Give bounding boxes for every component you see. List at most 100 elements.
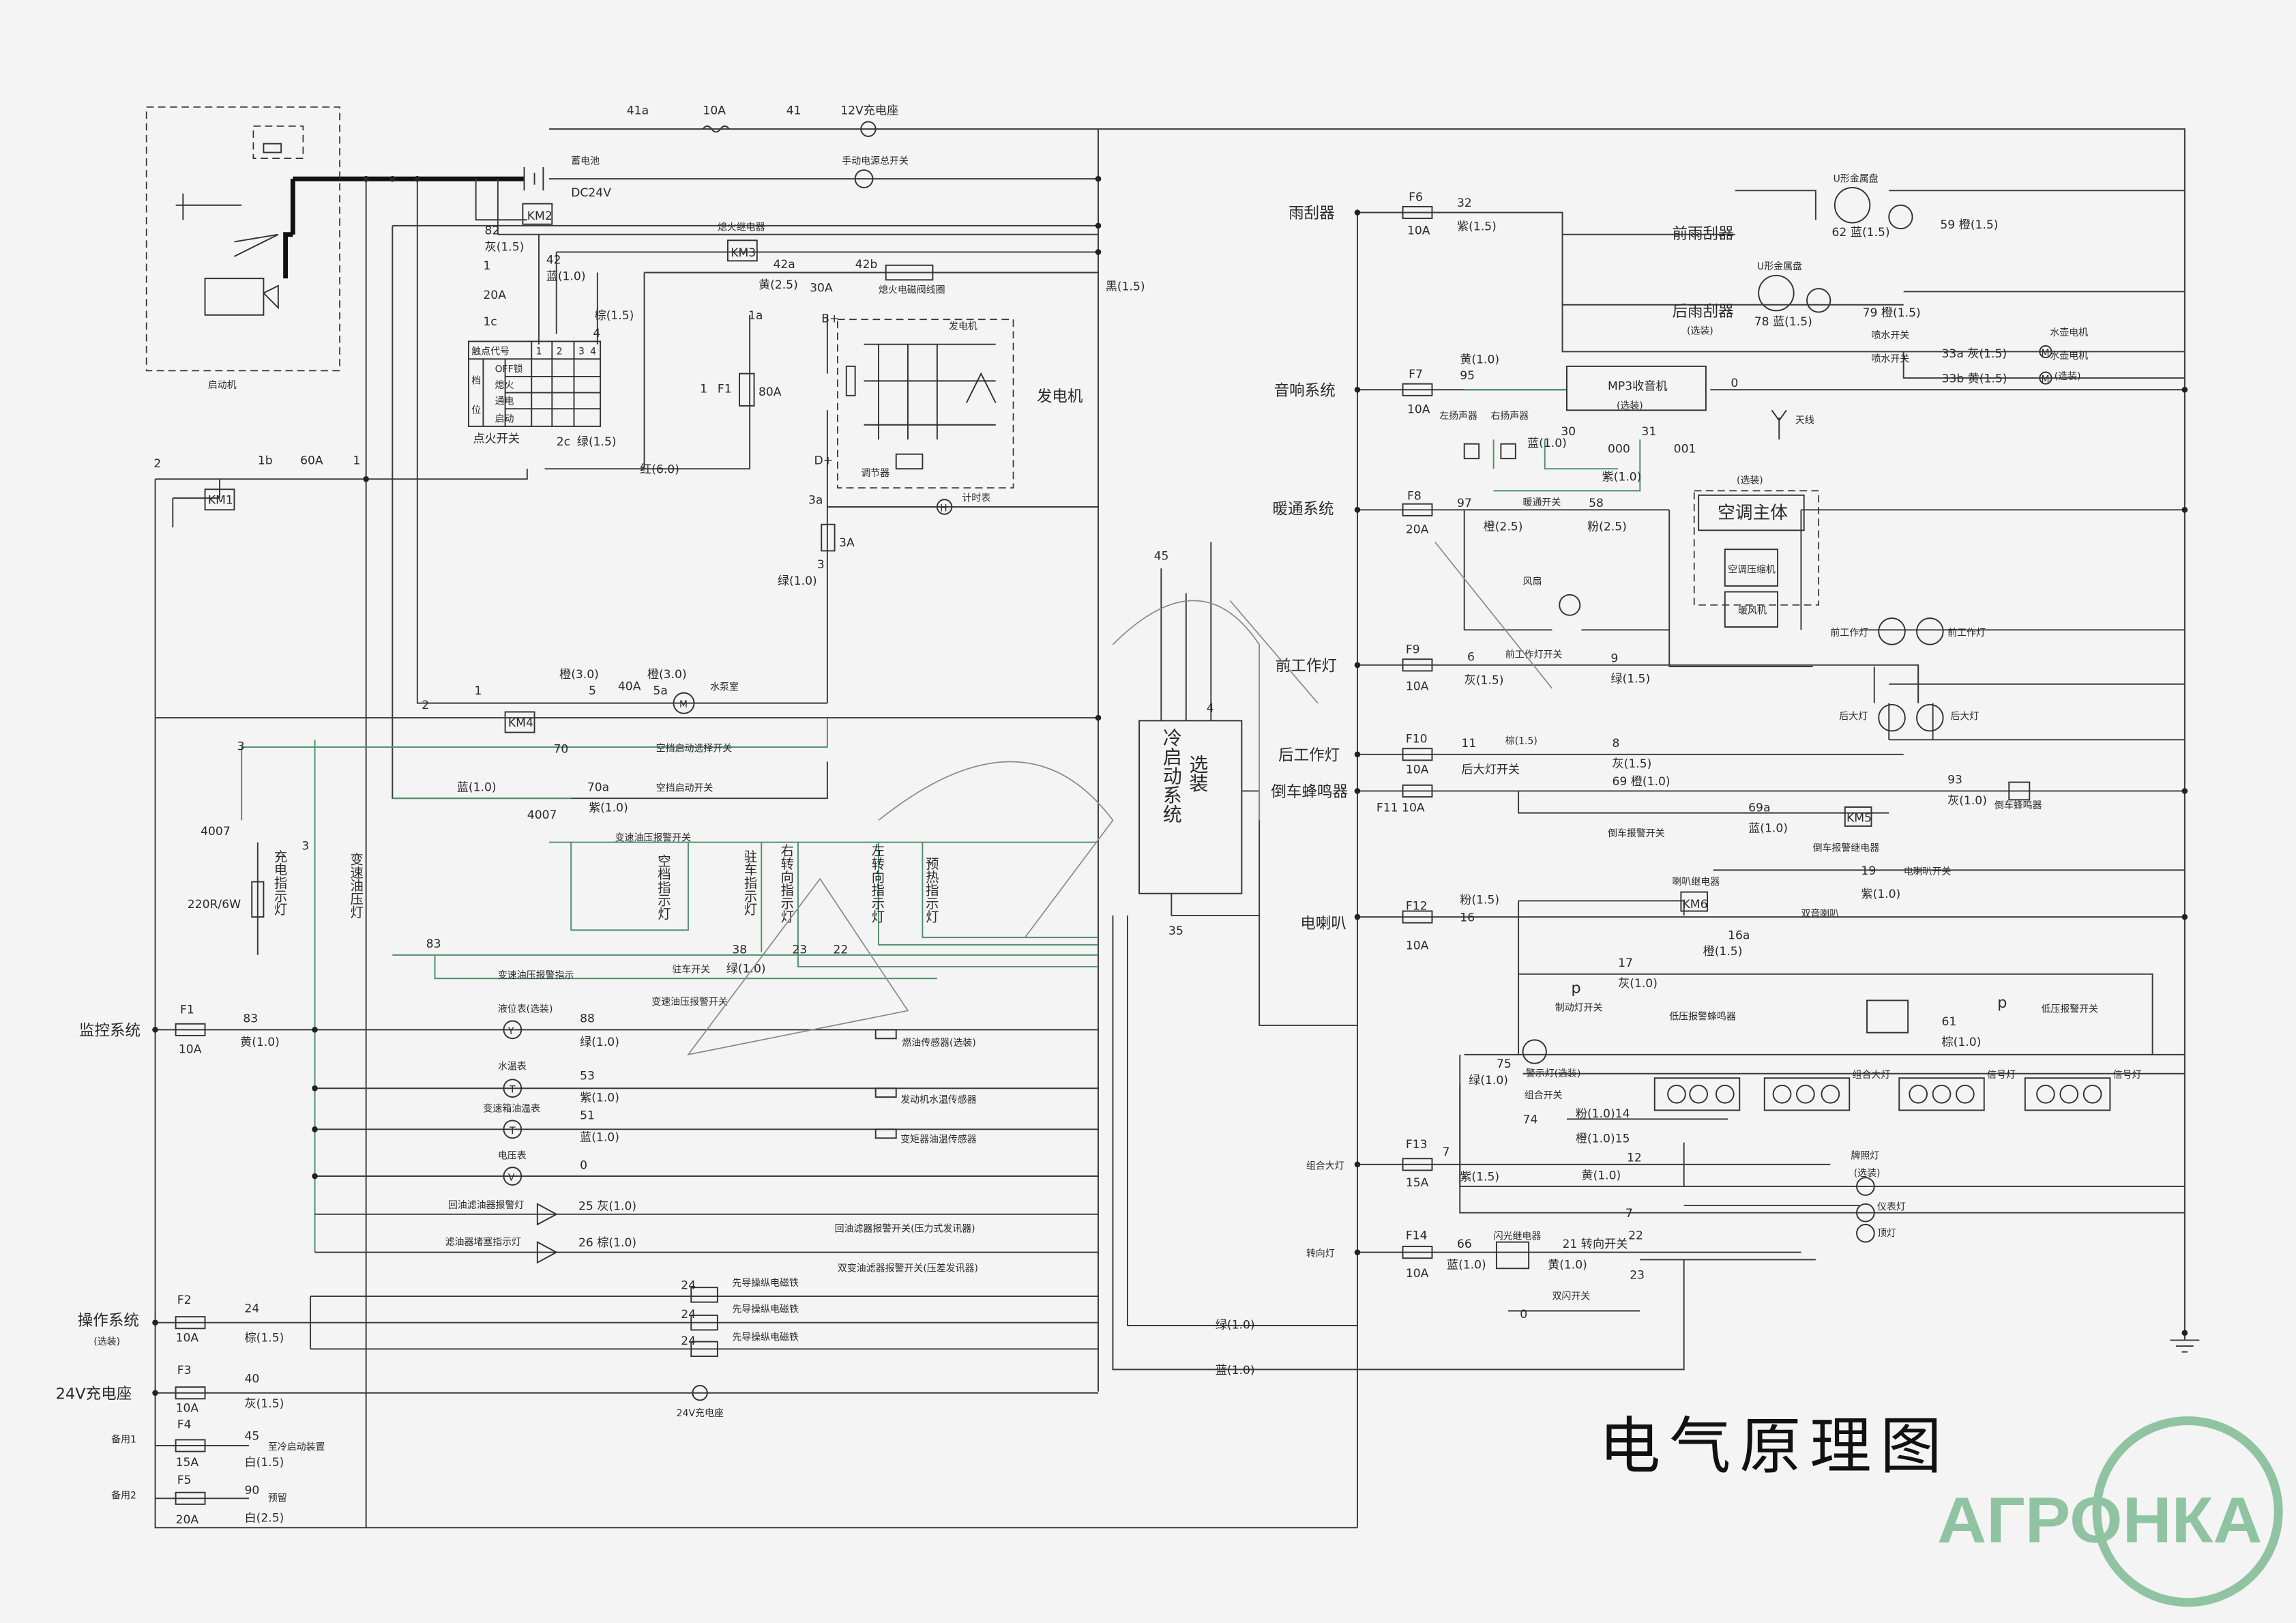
converter-temp-sensor-label: 变矩器油温传感器: [900, 1134, 977, 1145]
reverse-buzzer-label: 倒车蜂鸣器: [1995, 800, 2042, 811]
rear-worklight-section-label: 后工作灯: [1278, 746, 1340, 764]
wire-label: 蓝(1.0): [457, 780, 497, 794]
wire-label: 黄(1.0): [1581, 1169, 1621, 1182]
signal-lamp-label: 信号灯: [1987, 1070, 2016, 1081]
fuse-3a: [821, 523, 836, 552]
ignition-switch-label: 点火开关: [473, 433, 520, 446]
wire-label: 0: [580, 1158, 587, 1172]
wire-label: 17: [1618, 956, 1633, 970]
wire-label: 灰(1.5): [1465, 674, 1504, 688]
motor-symbol: M: [679, 699, 688, 710]
antenna-label: 天线: [1795, 415, 1814, 426]
reverse-labels: 倒车蜂鸣器 F11 10A 93 灰(1.0) 倒车蜂鸣器 倒车报警开关 69a…: [1271, 774, 2042, 854]
pilot-solenoid-label: 先导操纵电磁铁: [732, 1332, 799, 1343]
turn-switch-label: 21 转向开关: [1563, 1238, 1628, 1251]
filter-clog-lamp-label: 滤油器堵塞指示灯: [445, 1236, 522, 1248]
horn-relay-label: 喇叭继电器: [1673, 877, 1720, 888]
wire-label: 绿(1.5): [577, 435, 617, 449]
wire-label: 70: [553, 743, 568, 757]
instrument-lamp-label: 仪表灯: [1877, 1201, 1906, 1212]
ignition-switch-table[interactable]: 触点代号 1 2 3 4 档 位 OFF锁 熄火 通电 启动 点火开关 2c 绿…: [467, 340, 617, 449]
hour-meter-label: 计时表: [962, 493, 990, 503]
wire-label: 26 棕(1.0): [578, 1236, 636, 1250]
hour-meter-symbol: H: [940, 503, 947, 514]
wire-label: 紫(1.0): [1861, 888, 1900, 901]
fuse-rating: 40A: [618, 679, 641, 693]
terminal-label: D+: [814, 454, 834, 468]
wire-label: 黄(2.5): [759, 278, 798, 292]
fuse-rating: 15A: [1406, 1176, 1429, 1190]
wire-label: 83: [426, 937, 441, 951]
wire-label: 6: [1467, 650, 1475, 664]
wire-label: 33a 灰(1.5): [1942, 347, 2007, 361]
wire-label: 35: [1168, 924, 1183, 938]
signal-lamp-label: 信号灯: [2113, 1070, 2142, 1081]
wire-label: 7: [1625, 1207, 1633, 1220]
fuse-rating: 10A: [1406, 1267, 1429, 1281]
rear-wiper-label: 后雨刮器: [1673, 303, 1734, 321]
reverse-alarm-switch-label: 倒车报警开关: [1608, 828, 1665, 839]
fuse-rating: 10A: [176, 1332, 199, 1345]
gauge-symbol: T: [509, 1085, 516, 1096]
wire-label: 33b 黄(1.5): [1942, 372, 2007, 386]
charger-socket-12v[interactable]: [860, 121, 877, 137]
pilot-solenoid-label: 先导操纵电磁铁: [732, 1304, 799, 1315]
wire-label: 绿(1.0): [1216, 1318, 1255, 1332]
wire-label: 66: [1457, 1238, 1472, 1251]
fuses-left: [175, 1023, 206, 1505]
wire-label: 82: [485, 224, 500, 238]
wire-label: 紫(1.5): [1457, 220, 1497, 233]
neutral-start-switch-label: 空挡启动开关: [656, 783, 713, 793]
voltmeter-label: 电压表: [498, 1150, 527, 1161]
wire-label: 001: [1674, 443, 1696, 456]
starter-label: 启动机: [208, 380, 237, 391]
reverse-relay-label: 倒车报警继电器: [1813, 842, 1880, 853]
top-labels: 41a 10A 41 12V充电座 蓄电池 DC24V 手动电源总开关 KM2 …: [483, 104, 1145, 340]
fuse-name: F8: [1407, 489, 1422, 503]
watermark: [686, 541, 1553, 1056]
logo-text: АГРОНКА: [1937, 1485, 2263, 1557]
fuse-name: F14: [1406, 1229, 1428, 1242]
wire-label: 42a: [773, 258, 795, 272]
wire-label: 粉(2.5): [1587, 520, 1627, 533]
km3-label: KM3: [731, 246, 756, 260]
fuse-rating: 10A: [176, 1402, 199, 1416]
wire-label: 1: [475, 684, 482, 698]
gauges: [503, 1020, 897, 1401]
fuse-name: F4: [177, 1418, 192, 1431]
gauge-symbol: T: [509, 1126, 516, 1137]
wire-label: 1b: [258, 454, 273, 468]
wire-label: 11: [1461, 737, 1476, 750]
relay-km4: [504, 711, 535, 733]
low-pressure-buzzer-label: 低压报警蜂鸣器: [1669, 1010, 1736, 1022]
horn-labels: 电喇叭开关 19 紫(1.0) 喇叭继电器 KM6 双音喇叭 电喇叭 F12 1…: [1300, 864, 2098, 1049]
wire-label: 5a: [653, 684, 667, 698]
ignition-header: 触点代号: [471, 347, 510, 357]
wire-label: 000: [1608, 443, 1630, 456]
wire-label: 黄(1.0): [240, 1036, 280, 1049]
wire-label: 橙(3.0): [647, 668, 687, 682]
gauge-symbol: V: [508, 1172, 515, 1183]
wire-label: 12: [1627, 1152, 1642, 1165]
wire-label: 83: [243, 1012, 258, 1026]
wire-label: 41: [786, 104, 801, 118]
km1-label: KM1: [208, 494, 233, 508]
ignition-row: 通电: [495, 396, 514, 407]
to-cold-start-label: 至冷启动装置: [268, 1442, 325, 1452]
diagram-title: 电气原理图: [1599, 1411, 1950, 1482]
wiper-section-label: 雨刮器: [1289, 205, 1335, 222]
charger-24v-section-label: 24V充电座: [56, 1385, 132, 1403]
ignition-pos: 档: [471, 376, 481, 387]
washer-motor-label: 水壶电机: [2050, 351, 2088, 362]
wire-label: 7: [1442, 1145, 1449, 1159]
indicator-labels: 4007 220R/6W 3 充电指示灯 变速油压灯 变速油压报警开关 空档指示…: [188, 825, 939, 1008]
trans-oil-pressure-switch-label: 变速油压报警开关: [615, 832, 692, 843]
wire-label: 蓝(1.0): [580, 1131, 619, 1145]
wire-label: 93: [1947, 774, 1962, 787]
ignition-row: OFF锁: [495, 364, 523, 375]
wire-label: 蓝(1.0): [1748, 822, 1788, 836]
master-power-switch[interactable]: [854, 169, 874, 188]
wire-label: 白(2.5): [244, 1512, 284, 1525]
wire-label: 黄(1.0): [1548, 1258, 1587, 1272]
wire-label: 蓝(1.0): [1527, 437, 1567, 450]
